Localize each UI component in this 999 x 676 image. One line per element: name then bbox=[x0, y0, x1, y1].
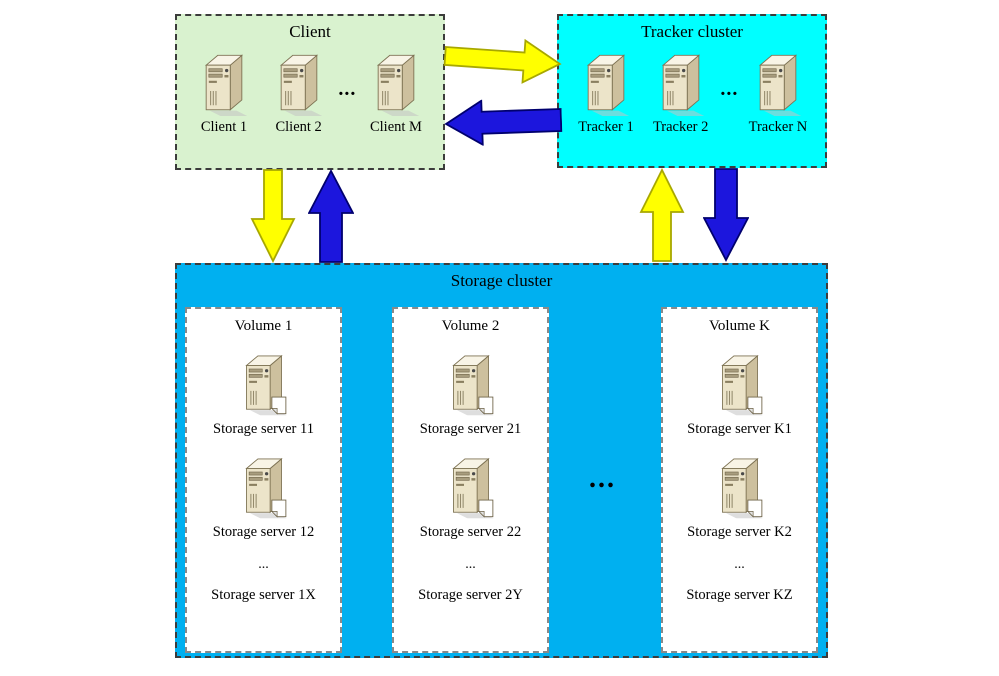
volume-ellipsis: ... bbox=[465, 557, 476, 572]
client-ellipsis: ... bbox=[338, 78, 357, 100]
tower-server-icon bbox=[652, 50, 710, 116]
storage-server-icon bbox=[712, 451, 768, 521]
tracker-label: Tracker 1 bbox=[578, 119, 634, 135]
tracker-node: Tracker N bbox=[743, 50, 813, 136]
storage-server-icon bbox=[236, 348, 292, 418]
storage-server-label: Storage server K2 bbox=[687, 524, 792, 540]
tracker-server-row: Tracker 1 Tracker 2 ... Tracker N bbox=[559, 42, 825, 136]
tracker-cluster-box: Tracker cluster Tracker 1 Tracker 2 ... … bbox=[557, 14, 827, 168]
volume-title: Volume 1 bbox=[234, 318, 293, 334]
volume-box-1: Volume 1 Storage server 11 Storage serve… bbox=[185, 307, 342, 653]
client-node: Client 2 bbox=[264, 50, 334, 136]
volume-title: Volume 2 bbox=[441, 318, 500, 334]
client-cluster-box: Client Client 1 Client 2 ... Client M bbox=[175, 14, 445, 170]
client-node: Client M bbox=[361, 50, 431, 136]
client-node: Client 1 bbox=[189, 50, 259, 136]
storage-server-icon bbox=[712, 348, 768, 418]
tracker-ellipsis: ... bbox=[720, 78, 739, 100]
tracker-cluster-title: Tracker cluster bbox=[641, 22, 743, 41]
storage-server-icon bbox=[443, 348, 499, 418]
storage-server-label: Storage server 21 bbox=[419, 421, 522, 437]
storage-to-client-arrow bbox=[308, 169, 354, 263]
tracker-label: Tracker 2 bbox=[652, 119, 709, 135]
client-cluster-title: Client bbox=[289, 22, 331, 41]
volume-box-k: Volume K Storage server K1 Storage serve… bbox=[661, 307, 818, 653]
tower-server-icon bbox=[577, 50, 635, 116]
storage-server-label: Storage server 2Y bbox=[418, 587, 523, 603]
client-server-row: Client 1 Client 2 ... Client M bbox=[177, 42, 443, 136]
storage-server-label: Storage server KZ bbox=[686, 587, 793, 603]
volume-title: Volume K bbox=[709, 318, 770, 334]
storage-server-icon bbox=[236, 451, 292, 521]
tower-server-icon bbox=[270, 50, 328, 116]
storage-server-label: Storage server 22 bbox=[419, 524, 522, 540]
tower-server-icon bbox=[367, 50, 425, 116]
client-label: Client 2 bbox=[275, 119, 322, 135]
tower-server-icon bbox=[195, 50, 253, 116]
storage-server-label: Storage server 12 bbox=[212, 524, 315, 540]
tracker-to-client-arrow bbox=[444, 99, 563, 147]
tracker-to-storage-arrow bbox=[703, 168, 749, 262]
client-to-tracker-arrow bbox=[443, 38, 562, 84]
storage-server-label: Storage server K1 bbox=[687, 421, 792, 437]
storage-cluster-box: Storage cluster Volume 1 Storage server … bbox=[175, 263, 828, 658]
storage-ellipsis: ... bbox=[589, 463, 616, 494]
storage-server-icon bbox=[443, 451, 499, 521]
client-to-storage-arrow bbox=[250, 169, 296, 263]
storage-cluster-title: Storage cluster bbox=[450, 271, 553, 290]
tracker-node: Tracker 1 bbox=[571, 50, 641, 136]
tracker-node: Tracker 2 bbox=[646, 50, 716, 136]
volume-box-2: Volume 2 Storage server 21 Storage serve… bbox=[392, 307, 549, 653]
storage-server-label: Storage server 1X bbox=[211, 587, 316, 603]
tower-server-icon bbox=[749, 50, 807, 116]
storage-server-label: Storage server 11 bbox=[213, 421, 314, 437]
client-label: Client 1 bbox=[200, 119, 248, 135]
tracker-label: Tracker N bbox=[748, 119, 808, 135]
volume-ellipsis: ... bbox=[258, 557, 269, 572]
client-label: Client M bbox=[369, 119, 422, 135]
volume-ellipsis: ... bbox=[734, 557, 745, 572]
storage-to-tracker-arrow bbox=[639, 167, 685, 262]
